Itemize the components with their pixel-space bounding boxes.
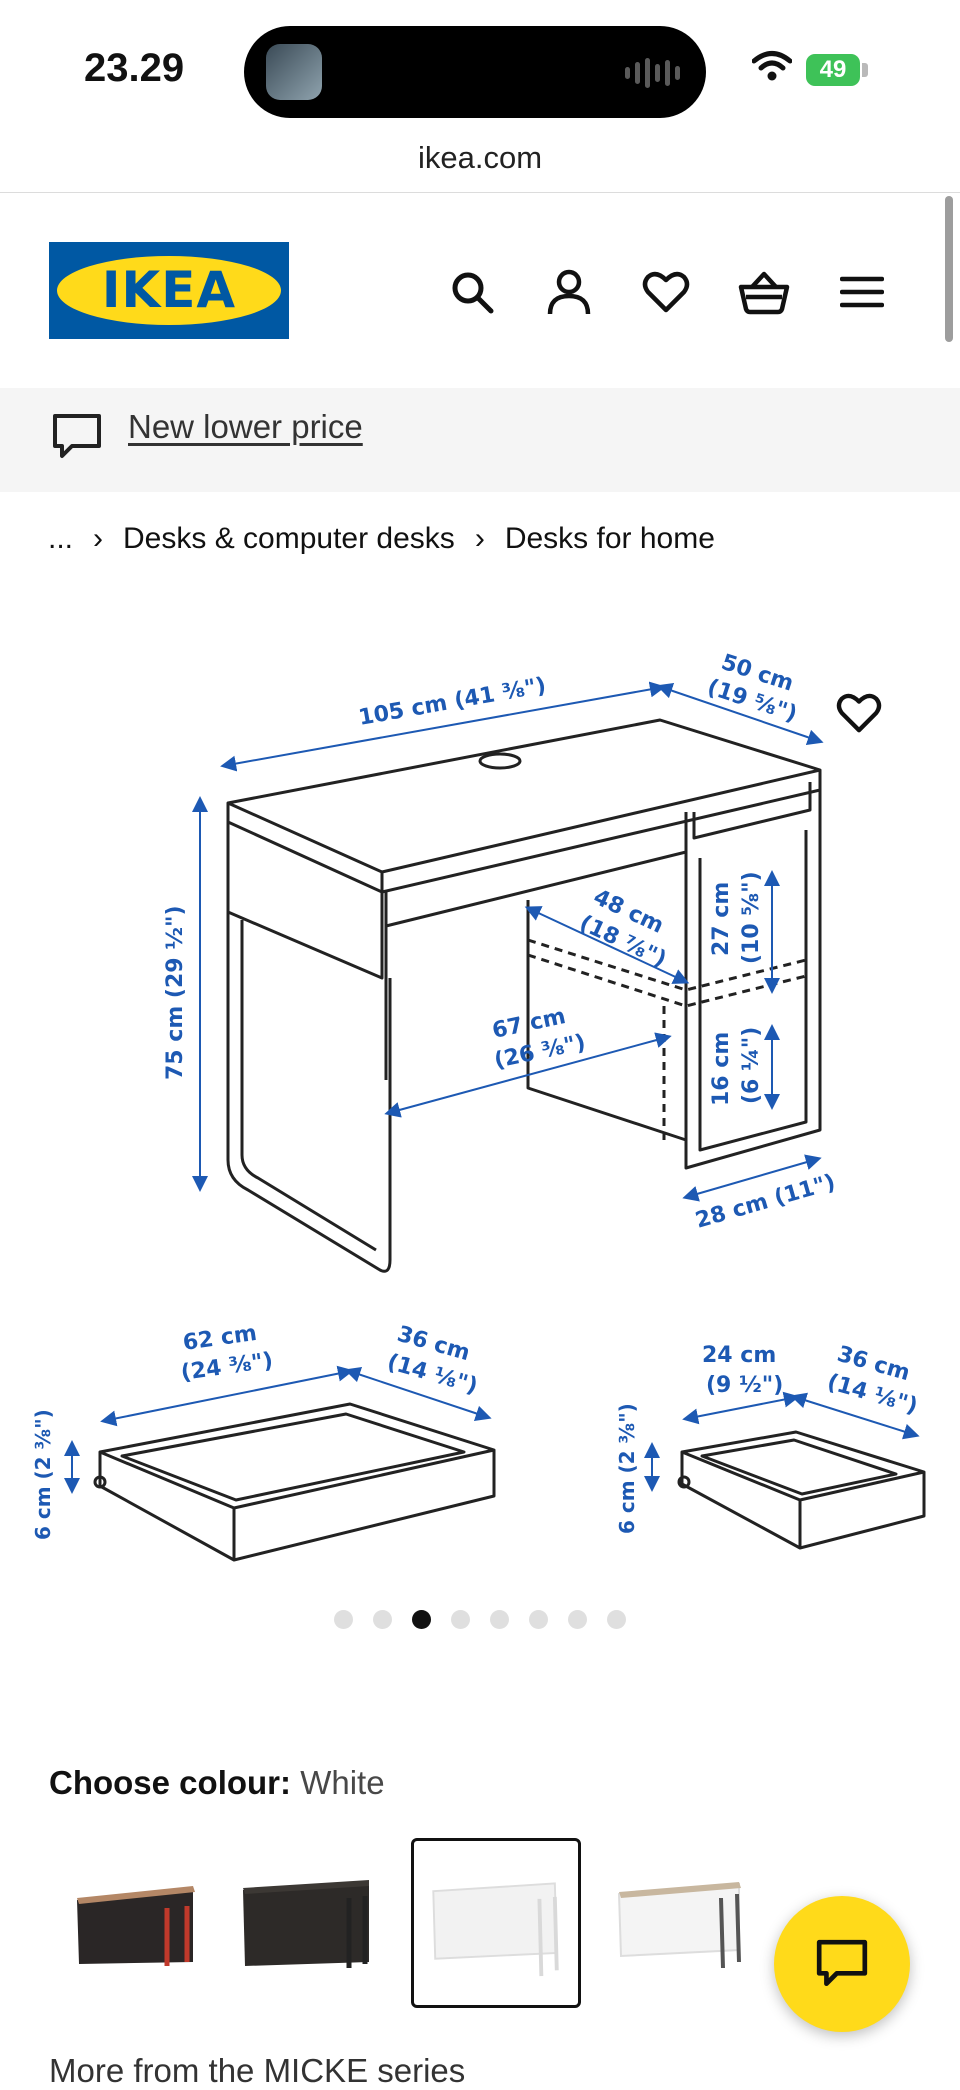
divider: [0, 192, 960, 193]
logo-oval: [57, 256, 281, 325]
battery-level: 49: [806, 54, 860, 86]
swatch-white-steel[interactable]: [599, 1838, 769, 2008]
breadcrumb-ellipsis[interactable]: ...: [48, 522, 74, 555]
choose-colour-label: Choose colour:: [49, 1764, 292, 1801]
dimension-lines: [192, 681, 824, 1202]
carousel-pagination: [0, 1610, 960, 1629]
drawer-small-dim-lines: [644, 1391, 920, 1492]
drawer-large-h: 6 cm (2 ⅜"): [31, 1409, 55, 1540]
drawer-large-dim-lines: [64, 1365, 492, 1494]
drawer-large-w1: 62 cm: [181, 1321, 258, 1356]
ikea-logo[interactable]: IKEA: [49, 242, 289, 339]
swatch-black-brown[interactable]: [223, 1838, 393, 2008]
choose-colour-value: White: [300, 1764, 385, 1801]
speech-bubble-icon: [53, 414, 101, 458]
address-bar-url[interactable]: ikea.com: [417, 140, 543, 175]
dim-low-shelf-2: (6 ¼"): [739, 1027, 764, 1104]
choose-colour-heading: Choose colour: White: [49, 1764, 385, 1802]
audio-wave-icon: [625, 58, 680, 88]
carousel-dot[interactable]: [490, 1610, 509, 1629]
battery-tip: [862, 63, 868, 77]
breadcrumb: ... › Desks & computer desks › Desks for…: [48, 522, 715, 556]
basket-icon[interactable]: [736, 264, 792, 320]
menu-icon[interactable]: [834, 264, 890, 320]
drawer-small-outline: [677, 1430, 926, 1550]
chevron-right-icon: ›: [474, 522, 485, 555]
carousel-dot-active[interactable]: [412, 1610, 431, 1629]
dim-cabinet-depth: 28 cm (11"): [693, 1170, 838, 1234]
dim-height: 75 cm (29 ½"): [163, 905, 188, 1080]
status-bar: 23.29 49: [0, 0, 960, 140]
carousel-dot[interactable]: [373, 1610, 392, 1629]
save-to-favourites-heart-icon[interactable]: [836, 692, 882, 734]
drawer-small-w1: 24 cm: [702, 1343, 776, 1368]
favourites-icon[interactable]: [638, 264, 694, 320]
desk-outline: [226, 718, 822, 1273]
carousel-dot[interactable]: [607, 1610, 626, 1629]
scrollbar[interactable]: [945, 196, 953, 342]
new-lower-price-link[interactable]: New lower price: [128, 408, 363, 445]
promo-banner: New lower price: [0, 388, 960, 492]
dim-width: 105 cm (41 ⅜"): [357, 673, 548, 731]
dynamic-island[interactable]: [244, 26, 706, 118]
dim-top-shelf-2: (10 ⅝"): [739, 871, 764, 964]
drawer-large-outline: [93, 1402, 496, 1562]
breadcrumb-item-desks-computer-desks[interactable]: Desks & computer desks: [123, 522, 455, 555]
carousel-dot[interactable]: [334, 1610, 353, 1629]
dimension-drawing: 105 cm (41 ⅜") 50 cm (19 ⅝") 75 cm (29 ½…: [31, 650, 926, 1562]
now-playing-thumbnail: [266, 44, 322, 100]
drawer-small-w2: (9 ½"): [706, 1373, 783, 1398]
chat-button[interactable]: [774, 1896, 910, 2032]
more-from-series-heading: More from the MICKE series: [49, 2052, 466, 2089]
swatch-white-selected[interactable]: [411, 1838, 581, 2008]
dim-top-shelf-1: 27 cm: [709, 882, 734, 956]
chat-icon: [816, 1939, 868, 1987]
status-time: 23.29: [84, 46, 185, 90]
carousel-dot[interactable]: [451, 1610, 470, 1629]
swatch-black-brown-red[interactable]: [49, 1838, 219, 2008]
product-image-gallery[interactable]: 105 cm (41 ⅜") 50 cm (19 ⅝") 75 cm (29 ½…: [0, 610, 960, 1600]
carousel-dot[interactable]: [529, 1610, 548, 1629]
drawer-small-h: 6 cm (2 ⅜"): [615, 1403, 639, 1534]
logo-text: IKEA: [101, 261, 237, 319]
chevron-right-icon: ›: [93, 522, 104, 555]
dim-low-shelf-1: 16 cm: [709, 1032, 734, 1106]
wifi-icon: [752, 51, 792, 81]
breadcrumb-item-desks-for-home[interactable]: Desks for home: [504, 522, 715, 555]
search-icon[interactable]: [444, 264, 500, 320]
carousel-dot[interactable]: [568, 1610, 587, 1629]
account-icon[interactable]: [541, 264, 597, 320]
